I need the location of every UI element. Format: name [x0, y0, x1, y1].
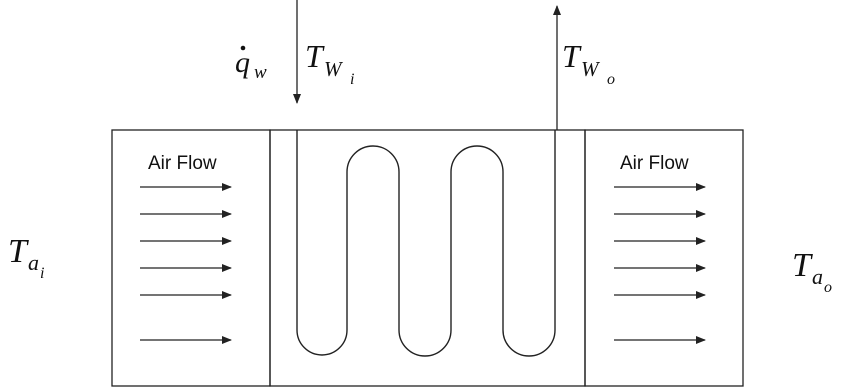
heat-rate-label: q w: [235, 45, 267, 83]
water-outlet-temp-label: T W o: [562, 38, 615, 88]
water-outlet-temp-main: T: [562, 38, 582, 74]
water-inlet-temp-subsub: i: [350, 71, 354, 88]
air-inlet-temp-label: T a i: [8, 233, 44, 282]
q-dot: [240, 45, 246, 51]
water-outlet-temp-subsub: o: [607, 71, 615, 88]
air-inlet-temp-subsub: i: [40, 265, 44, 282]
water-outlet-temp-sub: W: [581, 57, 601, 81]
water-inlet-temp-main: T: [305, 38, 325, 74]
air-inlet-temp-sub: a: [28, 250, 39, 275]
heat-rate-subscript: w: [254, 62, 267, 83]
heat-rate-symbol: q: [235, 46, 250, 79]
air-outlet-temp-sub: a: [812, 264, 823, 289]
air-outlet-temp-main: T: [792, 247, 813, 284]
right-air-flow-arrows: [614, 183, 706, 344]
coil-section: [269, 129, 586, 387]
air-flow-label-left: Air Flow: [148, 153, 217, 174]
water-inlet-temp-sub: W: [324, 57, 344, 81]
air-flow-label-right: Air Flow: [620, 153, 689, 174]
left-air-flow-arrows: [140, 183, 232, 344]
water-inlet-temp-label: T W i: [305, 38, 354, 88]
air-inlet-temp-main: T: [8, 233, 29, 270]
air-outlet-temp-subsub: o: [824, 279, 832, 296]
serpentine-water-tube: [296, 130, 556, 357]
air-outlet-temp-label: T a o: [792, 247, 832, 296]
